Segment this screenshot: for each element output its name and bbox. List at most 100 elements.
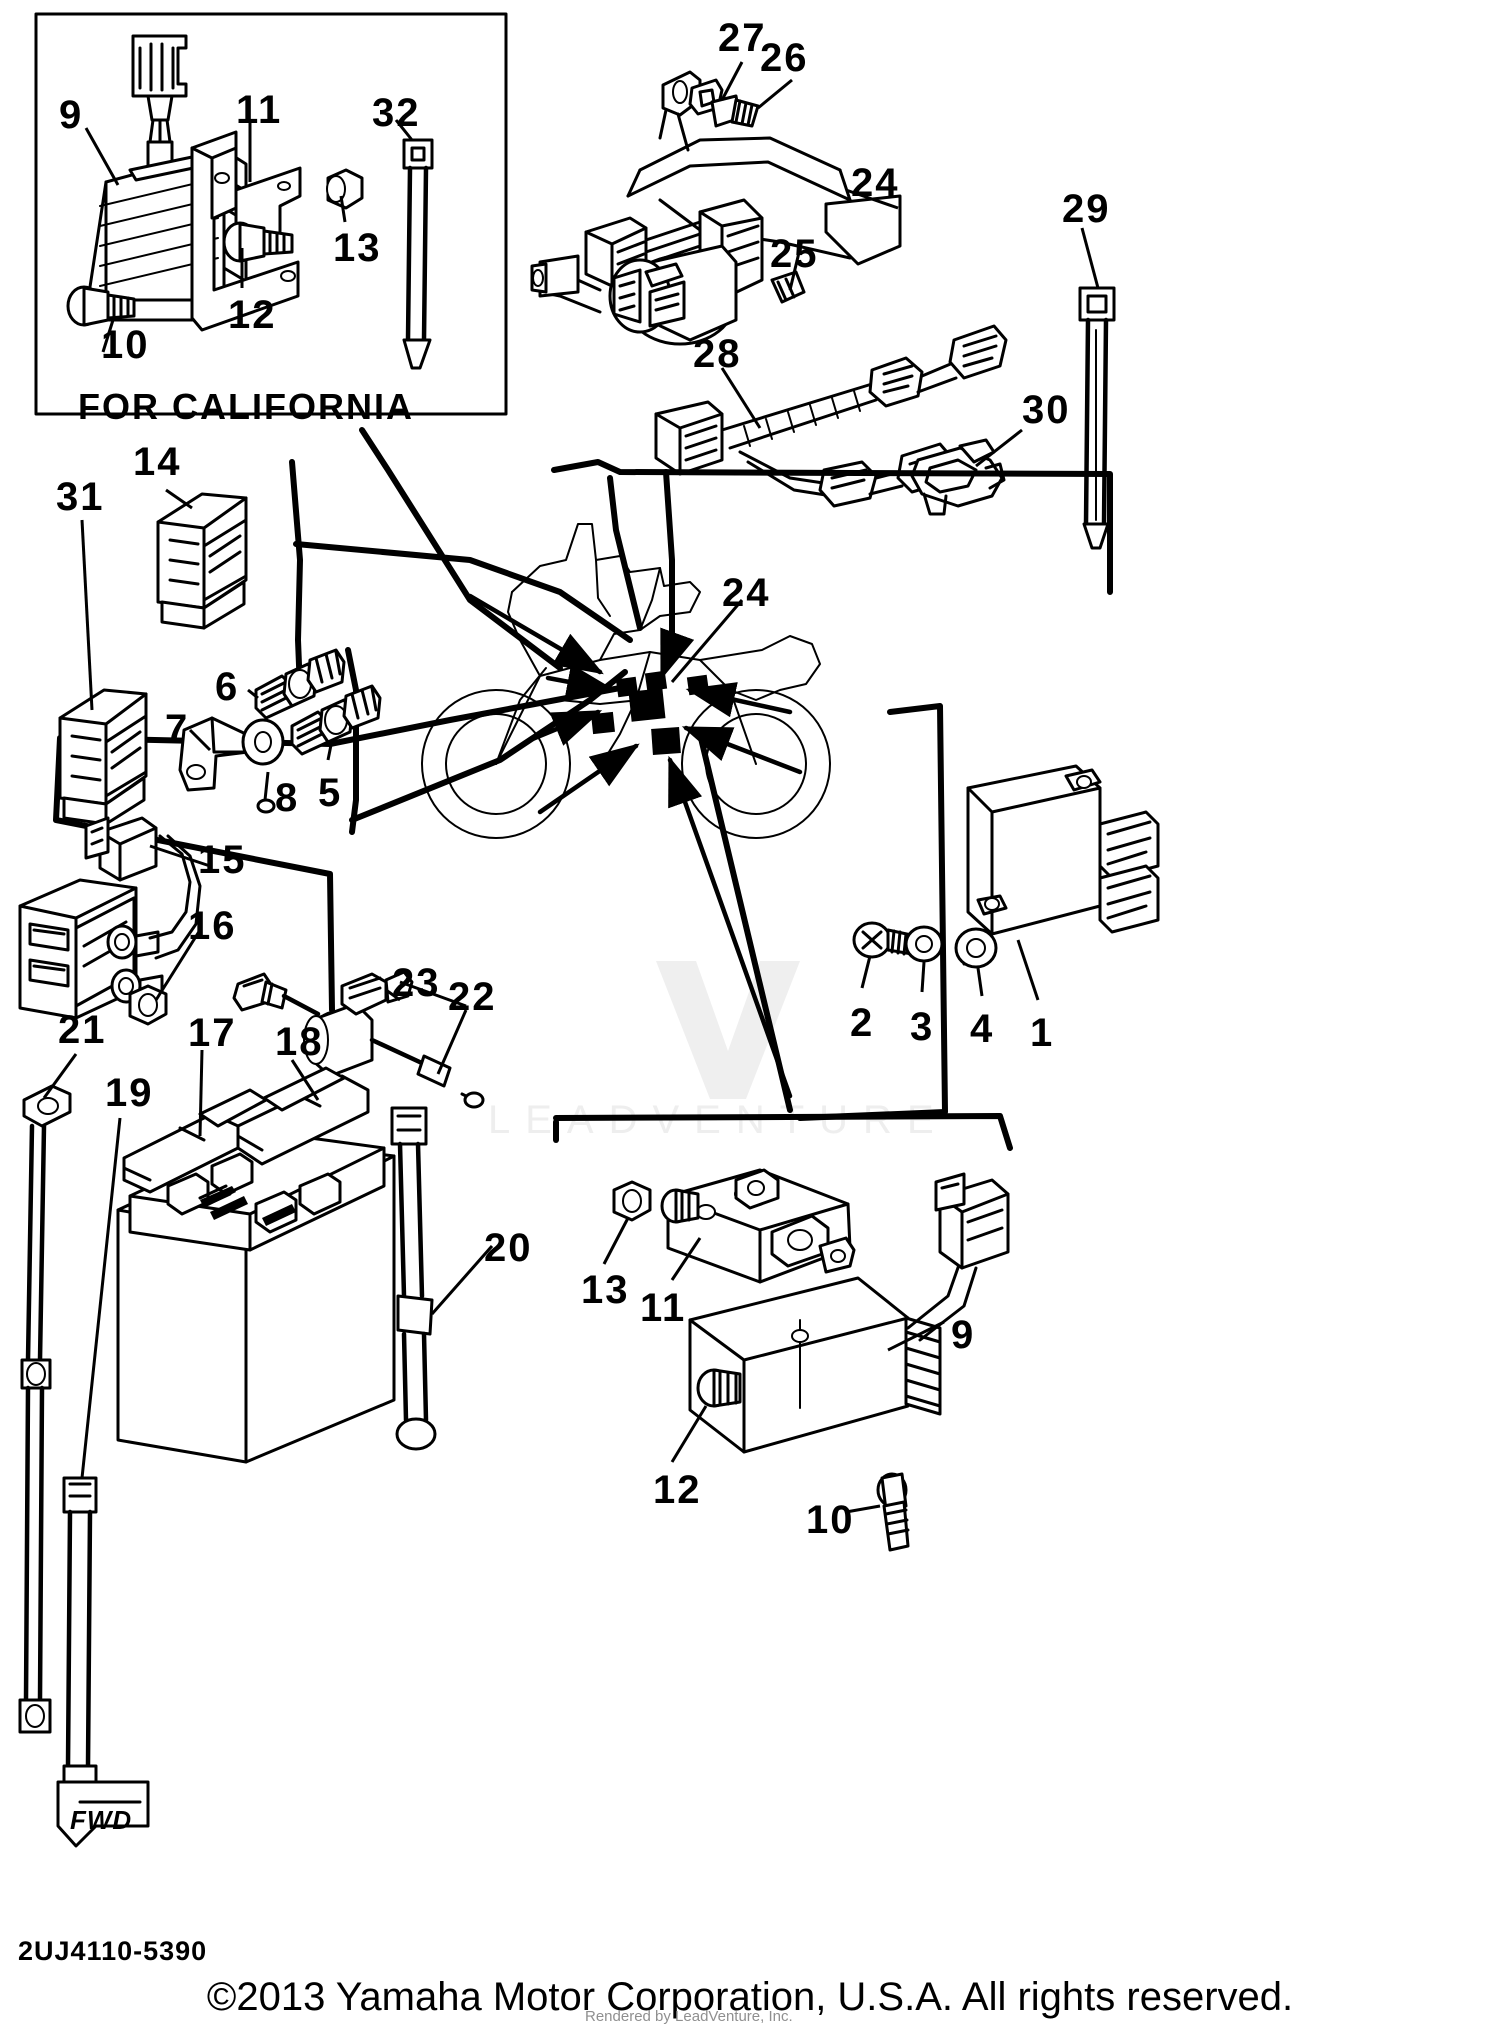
lower-bolt-upper [660,1188,700,1224]
leader-12-low [670,1405,708,1463]
leader-24-mid [670,599,744,683]
callout-number-4[interactable]: 4 [970,1007,995,1051]
spark-plug-6 [254,648,346,720]
plug-bracket-7 [178,716,252,792]
group-outline-right-top [551,459,1113,595]
leader-24-top [845,188,899,210]
callout-number-1[interactable]: 1 [1030,1011,1055,1055]
group-outline-cdi [797,703,948,1121]
lower-nut-13 [612,1180,652,1222]
lower-bracket-11 [666,1168,856,1284]
group-leader-ignition [607,475,643,631]
battery-cable-19 [62,1476,98,1802]
callout-number-28[interactable]: 28 [693,332,742,376]
pointer-arrows [467,593,803,1099]
leader-2 [860,955,872,989]
callout-number-32[interactable]: 32 [372,91,421,135]
spark-plug-5 [290,684,382,756]
group-leader-inset [359,427,563,671]
callout-number-12[interactable]: 12 [228,293,277,337]
cdi-unit-1 [956,764,1160,966]
part-number: 2UJ4110-5390 [18,1936,208,1966]
callout-number-19[interactable]: 19 [105,1071,154,1115]
callout-number-17[interactable]: 17 [188,1011,237,1055]
lower-regulator-9 [688,1172,1010,1454]
leader-27 [720,61,744,101]
leader-9-low [887,1320,945,1352]
fwd-label: FWD [70,1805,133,1835]
cable-tie-32 [402,138,434,370]
callout-number-11[interactable]: 11 [236,88,283,132]
group-outline-regulator [553,1113,1013,1151]
leader-13-inset [339,195,347,223]
leader-9-inset [84,127,120,186]
leader-21 [42,1053,78,1099]
callout-number-6[interactable]: 6 [215,665,240,709]
callout-number-9[interactable]: 9 [951,1313,976,1357]
battery-lead-20 [390,1106,437,1451]
group-outline-left [53,735,335,1013]
callout-number-29[interactable]: 29 [1062,187,1111,231]
callout-number-20[interactable]: 20 [484,1226,533,1270]
battery-cable-21 [18,1084,72,1734]
leader-1 [1016,939,1040,1001]
callout-number-22[interactable]: 22 [448,975,497,1019]
callout-number-5[interactable]: 5 [318,771,343,815]
leader-8 [263,771,270,801]
callout-number-9[interactable]: 9 [59,93,84,137]
callout-number-10[interactable]: 10 [101,323,150,367]
lower-bolt-10 [876,1472,910,1552]
group-leader-harness [663,469,675,643]
leader-5 [326,739,334,761]
cable-tie-29 [1078,286,1116,550]
leader-26 [757,78,793,110]
leader-16 [154,929,202,1001]
callout-number-18[interactable]: 18 [275,1020,324,1064]
group-outline-relays [289,459,303,693]
leader-7 [188,728,212,752]
leader-22 [399,980,468,1075]
ignition-switch-assembly [530,70,902,346]
leader-11-low [670,1237,702,1281]
callout-number-16[interactable]: 16 [188,904,237,948]
lower-bolt-12 [696,1368,742,1408]
leader-17 [198,1049,204,1137]
callout-number-13[interactable]: 13 [581,1268,630,1312]
callout-number-8[interactable]: 8 [275,776,300,820]
inset-bolt-lower [66,285,136,327]
callout-number-31[interactable]: 31 [56,475,105,519]
leader-6 [247,688,259,700]
callout-number-7[interactable]: 7 [165,707,190,751]
callout-number-21[interactable]: 21 [58,1008,107,1052]
leader-30 [975,428,1023,468]
callout-number-27[interactable]: 27 [718,16,767,60]
callout-number-11[interactable]: 11 [640,1286,687,1330]
callout-number-3[interactable]: 3 [910,1005,935,1049]
callout-number-13[interactable]: 13 [333,226,382,270]
callout-number-24[interactable]: 24 [722,571,771,615]
plug-washer-8 [241,718,285,814]
leader-29 [1080,227,1100,289]
fuse-assembly-22 [232,972,485,1109]
callout-number-2[interactable]: 2 [850,1001,875,1045]
california-inset-caption: FOR CALIFORNIA [78,386,414,427]
callout-number-25[interactable]: 25 [770,232,819,276]
callout-number-26[interactable]: 26 [760,36,809,80]
callout-number-23[interactable]: 23 [392,961,441,1005]
leader-23 [385,988,401,1002]
callout-number-30[interactable]: 30 [1022,388,1071,432]
callout-number-12[interactable]: 12 [653,1468,702,1512]
group-leader-relays [293,541,633,643]
callout-number-15[interactable]: 15 [198,838,247,882]
leader-25 [788,239,804,291]
leader-10-inset [101,319,115,353]
inset-bolt-bracket [222,221,294,263]
leader-31 [80,519,94,711]
callout-number-10[interactable]: 10 [806,1498,855,1542]
callout-number-14[interactable]: 14 [133,440,182,484]
callout-number-24[interactable]: 24 [851,161,900,205]
starter-relay-15 [18,816,202,1020]
relay-31 [58,688,148,826]
leader-18 [290,1059,320,1101]
